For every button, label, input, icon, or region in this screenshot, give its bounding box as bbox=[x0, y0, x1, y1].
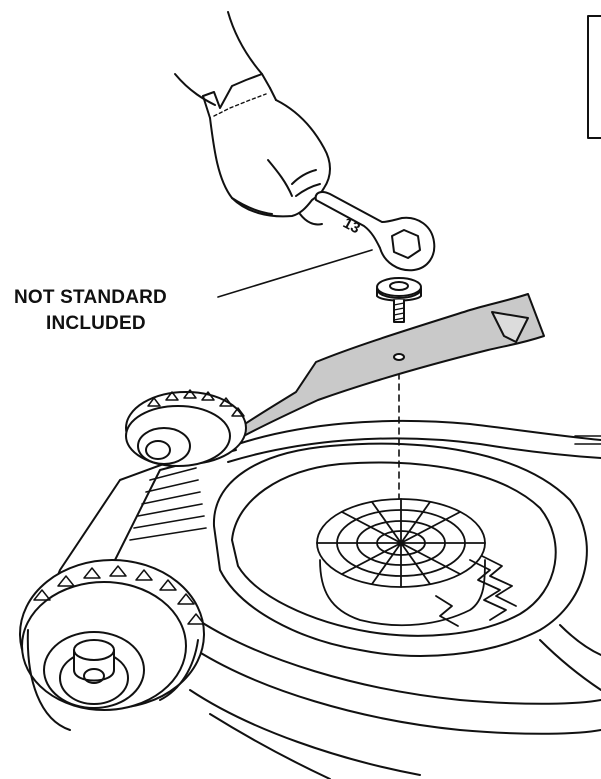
wheel-icon bbox=[125, 389, 247, 467]
wrench-size-label: 13 bbox=[340, 215, 363, 238]
callout-label-line2: INCLUDED bbox=[46, 313, 146, 334]
fan-grille-icon bbox=[316, 498, 517, 627]
blade-icon bbox=[235, 293, 545, 439]
hand-icon bbox=[174, 11, 331, 226]
callout-leader bbox=[217, 249, 373, 298]
callout-label-line1: NOT STANDARD bbox=[14, 287, 167, 308]
washer-icon bbox=[376, 277, 422, 302]
wheel-icon bbox=[19, 559, 205, 731]
wrench-icon: 13 bbox=[314, 191, 436, 272]
bolt-icon bbox=[393, 299, 405, 323]
partial-note-box bbox=[587, 15, 601, 139]
